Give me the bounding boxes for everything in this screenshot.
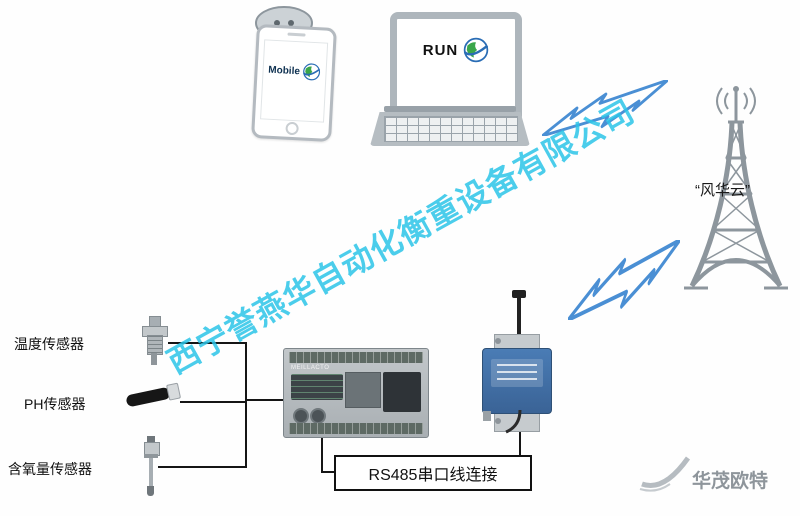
phone-screen: Mobile [260, 39, 329, 123]
wire-oxygen-sensor [158, 466, 245, 468]
plc-access-door [383, 372, 421, 412]
modem-connector [483, 411, 491, 421]
modem-body [482, 348, 552, 421]
plc-terminal-strip-bottom [289, 423, 423, 434]
laptop-keyboard [384, 116, 518, 142]
modem-cable [505, 410, 522, 434]
wire-modem-down [519, 414, 521, 456]
modem-label-area [491, 359, 543, 387]
wire-temp-sensor [168, 342, 245, 344]
wire-plc-down [321, 437, 323, 471]
laptop-screen: RUN [390, 12, 522, 120]
temperature-sensor-label: 温度传感器 [14, 336, 84, 352]
oxygen-sensor-icon [142, 436, 160, 498]
plc-brand-text: MEILLACTO [291, 365, 330, 371]
wire-bus-to-plc [245, 399, 285, 401]
plc-center-panel [345, 372, 381, 408]
cloud-platform-label: “风华云” [695, 182, 750, 199]
plc-device: MEILLACTO [283, 348, 429, 438]
phone-screen-text: Mobile [268, 64, 301, 77]
gprs-modem-device [476, 290, 556, 440]
globe-icon [464, 37, 489, 63]
globe-icon [303, 63, 321, 81]
lightning-bolt-icon [568, 240, 680, 320]
lightning-bolt-icon [542, 80, 668, 136]
temperature-sensor-icon [140, 316, 168, 368]
plc-port-icon [310, 408, 326, 424]
oxygen-sensor-label: 含氧量传感器 [8, 461, 92, 477]
signal-tower-icon [684, 86, 788, 290]
wire-plc-to-label [321, 471, 335, 473]
plc-led-panel [291, 374, 343, 400]
phone-speaker [287, 32, 306, 37]
smartphone: Mobile [251, 23, 337, 143]
rs485-connection-label: RS485串口线连接 [334, 455, 532, 491]
laptop-screen-text: RUN [422, 41, 459, 59]
ph-sensor-label: PH传感器 [24, 396, 86, 412]
brand-watermark: 华茂欧特 [692, 471, 769, 492]
wire-ph-sensor [180, 401, 245, 403]
laptop-hinge [384, 106, 516, 112]
rs485-connection-text: RS485串口线连接 [368, 467, 498, 484]
wire-sensor-bus [245, 342, 247, 468]
antenna-rod [517, 298, 521, 350]
screw-icon [495, 338, 501, 344]
screw-icon [495, 418, 501, 424]
antenna-icon [512, 290, 526, 298]
plc-terminal-strip-top [289, 352, 423, 363]
phone-home-button [285, 121, 299, 136]
brand-swoosh-icon [639, 456, 691, 492]
plc-port-icon [293, 408, 309, 424]
ph-sensor-icon [125, 382, 182, 410]
